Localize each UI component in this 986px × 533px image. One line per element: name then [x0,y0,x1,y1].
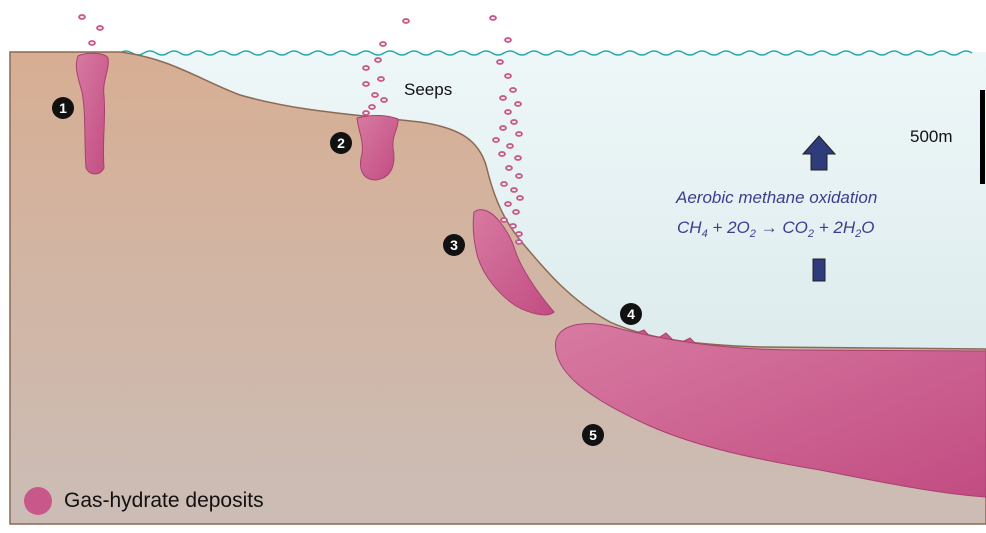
seeps-label: Seeps [404,80,452,100]
legend-label: Gas-hydrate deposits [64,489,264,513]
eq-o-sub: 2 [750,228,756,240]
eq-co-sub: 2 [808,228,814,240]
scale-label: 500m [910,127,953,147]
eq-co: CO [782,218,808,237]
marker-2: 2 [330,132,352,154]
scale-bar [980,90,985,184]
eq-plus-h2: + 2H [819,218,855,237]
legend-swatch [24,487,52,515]
eq-ch: CH [677,218,702,237]
eq-arrow: → [761,218,778,237]
arrow-stem [813,259,825,281]
eq-ch-sub: 4 [702,228,708,240]
marker-4: 4 [620,303,642,325]
seep-bubbles-1 [79,15,103,45]
marker-1: 1 [52,97,74,119]
oxidation-equation: CH4 + 2O2 → CO2 + 2H2O [677,218,874,240]
eq-o: O [861,218,874,237]
marker-5: 5 [582,424,604,446]
oxidation-title: Aerobic methane oxidation [676,188,877,208]
eq-plus-o2: + 2O [712,218,749,237]
marker-3: 3 [443,234,465,256]
